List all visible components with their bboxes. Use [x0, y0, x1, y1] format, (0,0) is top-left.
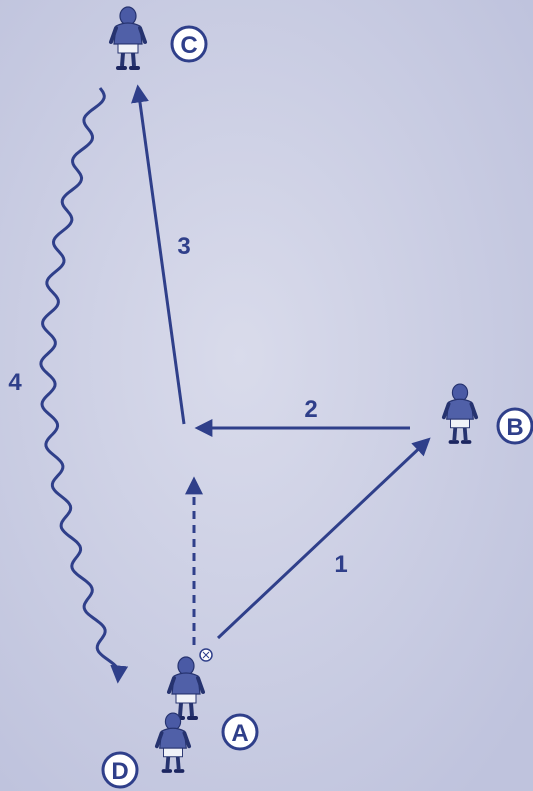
player-label-d: D — [103, 753, 137, 787]
ball-icon — [200, 649, 212, 661]
step-label-2: 2 — [304, 396, 317, 423]
step-label-1: 1 — [334, 551, 347, 578]
player-label-b: B — [498, 409, 532, 443]
player-label-d-text: D — [111, 758, 128, 785]
player-label-c-text: C — [180, 32, 197, 59]
player-label-a: A — [223, 715, 257, 749]
step-label-4: 4 — [8, 369, 22, 396]
player-label-c: C — [172, 27, 206, 61]
player-label-b-text: B — [506, 414, 523, 441]
player-label-a-text: A — [231, 720, 248, 747]
step-label-3: 3 — [177, 233, 190, 260]
